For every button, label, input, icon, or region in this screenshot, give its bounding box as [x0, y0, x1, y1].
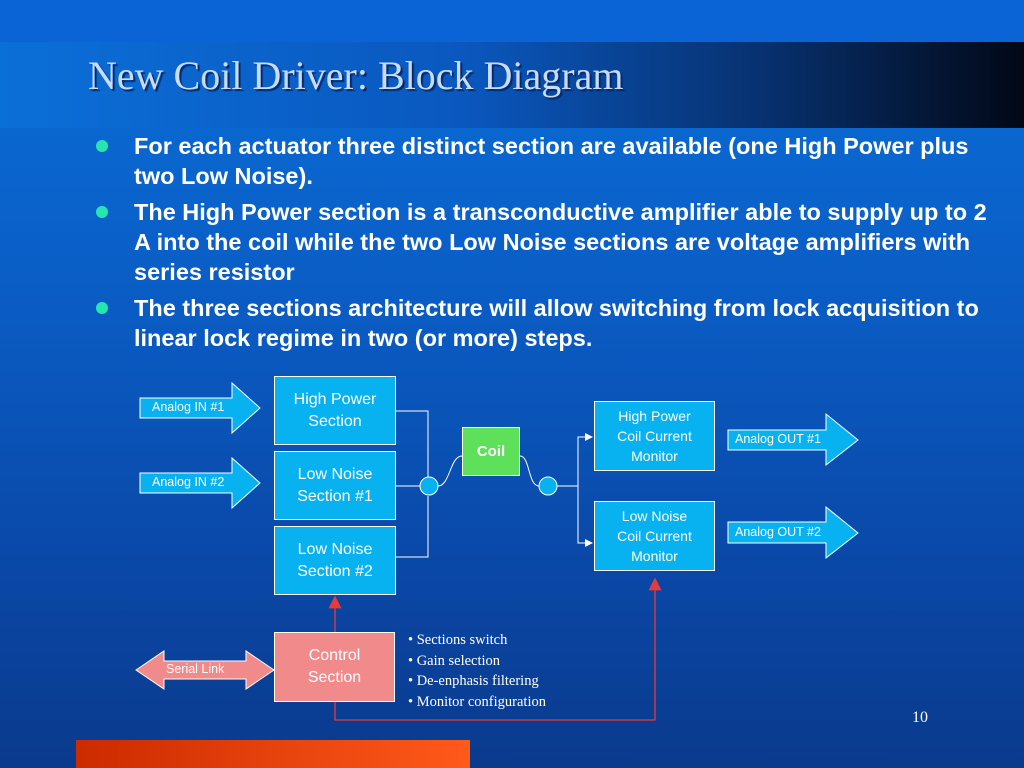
ln-current-monitor-block: Low Noise Coil Current Monitor: [594, 501, 715, 571]
low-noise-section-1-label: Low Noise Section #1: [297, 465, 373, 505]
bullet-icon: [96, 206, 108, 218]
summing-junction: [419, 476, 439, 496]
analog-out-2-arrow-shape: [727, 505, 859, 560]
analog-out-1-arrow-shape: [727, 412, 859, 467]
control-function-item: • Sections switch: [408, 632, 508, 648]
ln-current-monitor-label: Low Noise Coil Current Monitor: [617, 508, 692, 564]
low-noise-section-2-label: Low Noise Section #2: [297, 540, 373, 580]
bullet-text: The High Power section is a transconduct…: [134, 199, 987, 285]
coil-label: Coil: [476, 442, 506, 460]
control-functions-list: • Sections switch • Gain selection • De-…: [408, 630, 546, 712]
serial-link-label: Serial Link: [166, 662, 225, 676]
hp-current-monitor-label: High Power Coil Current Monitor: [617, 408, 692, 464]
analog-in-2-label: Analog IN #2: [152, 475, 225, 489]
control-section-block: Control Section: [274, 632, 395, 702]
title-band: [0, 42, 1024, 128]
current-sense-node: [538, 476, 558, 496]
bullet-list: For each actuator three distinct section…: [96, 131, 996, 359]
coil-block: Coil: [462, 427, 520, 476]
bullet-icon: [96, 140, 108, 152]
slide-title: New Coil Driver: Block Diagram: [88, 53, 624, 98]
analog-in-1-label: Analog IN #1: [152, 400, 225, 414]
analog-out-1-label: Analog OUT #1: [735, 432, 821, 446]
analog-out-2-label: Analog OUT #2: [735, 525, 821, 539]
control-signal-lines: [328, 577, 662, 721]
bullet-item: The High Power section is a transconduct…: [96, 197, 996, 287]
bullet-icon: [96, 302, 108, 314]
low-noise-section-2-block: Low Noise Section #2: [274, 526, 396, 595]
bullet-text: For each actuator three distinct section…: [134, 133, 969, 189]
control-function-item: • Gain selection: [408, 652, 501, 669]
low-noise-section-1-block: Low Noise Section #1: [274, 451, 396, 520]
page-number: 10: [912, 709, 928, 726]
control-function-item: • Monitor configuration: [408, 693, 546, 710]
control-function-item: • De-enphasis filtering: [408, 673, 539, 689]
high-power-section-label: High Power Section: [293, 390, 377, 430]
control-section-label: Control Section: [307, 647, 362, 686]
high-power-section-block: High Power Section: [274, 376, 396, 445]
top-bar: [0, 0, 1024, 42]
bullet-item: For each actuator three distinct section…: [96, 131, 996, 191]
analog-in-2-arrow-shape: [139, 456, 261, 510]
hp-current-monitor-block: High Power Coil Current Monitor: [594, 401, 715, 471]
footer-accent-bar: [76, 740, 470, 768]
section-output-lines: [396, 410, 593, 558]
bullet-text: The three sections architecture will all…: [134, 295, 979, 351]
bullet-item: The three sections architecture will all…: [96, 293, 996, 353]
analog-in-1-arrow-shape: [139, 381, 261, 435]
